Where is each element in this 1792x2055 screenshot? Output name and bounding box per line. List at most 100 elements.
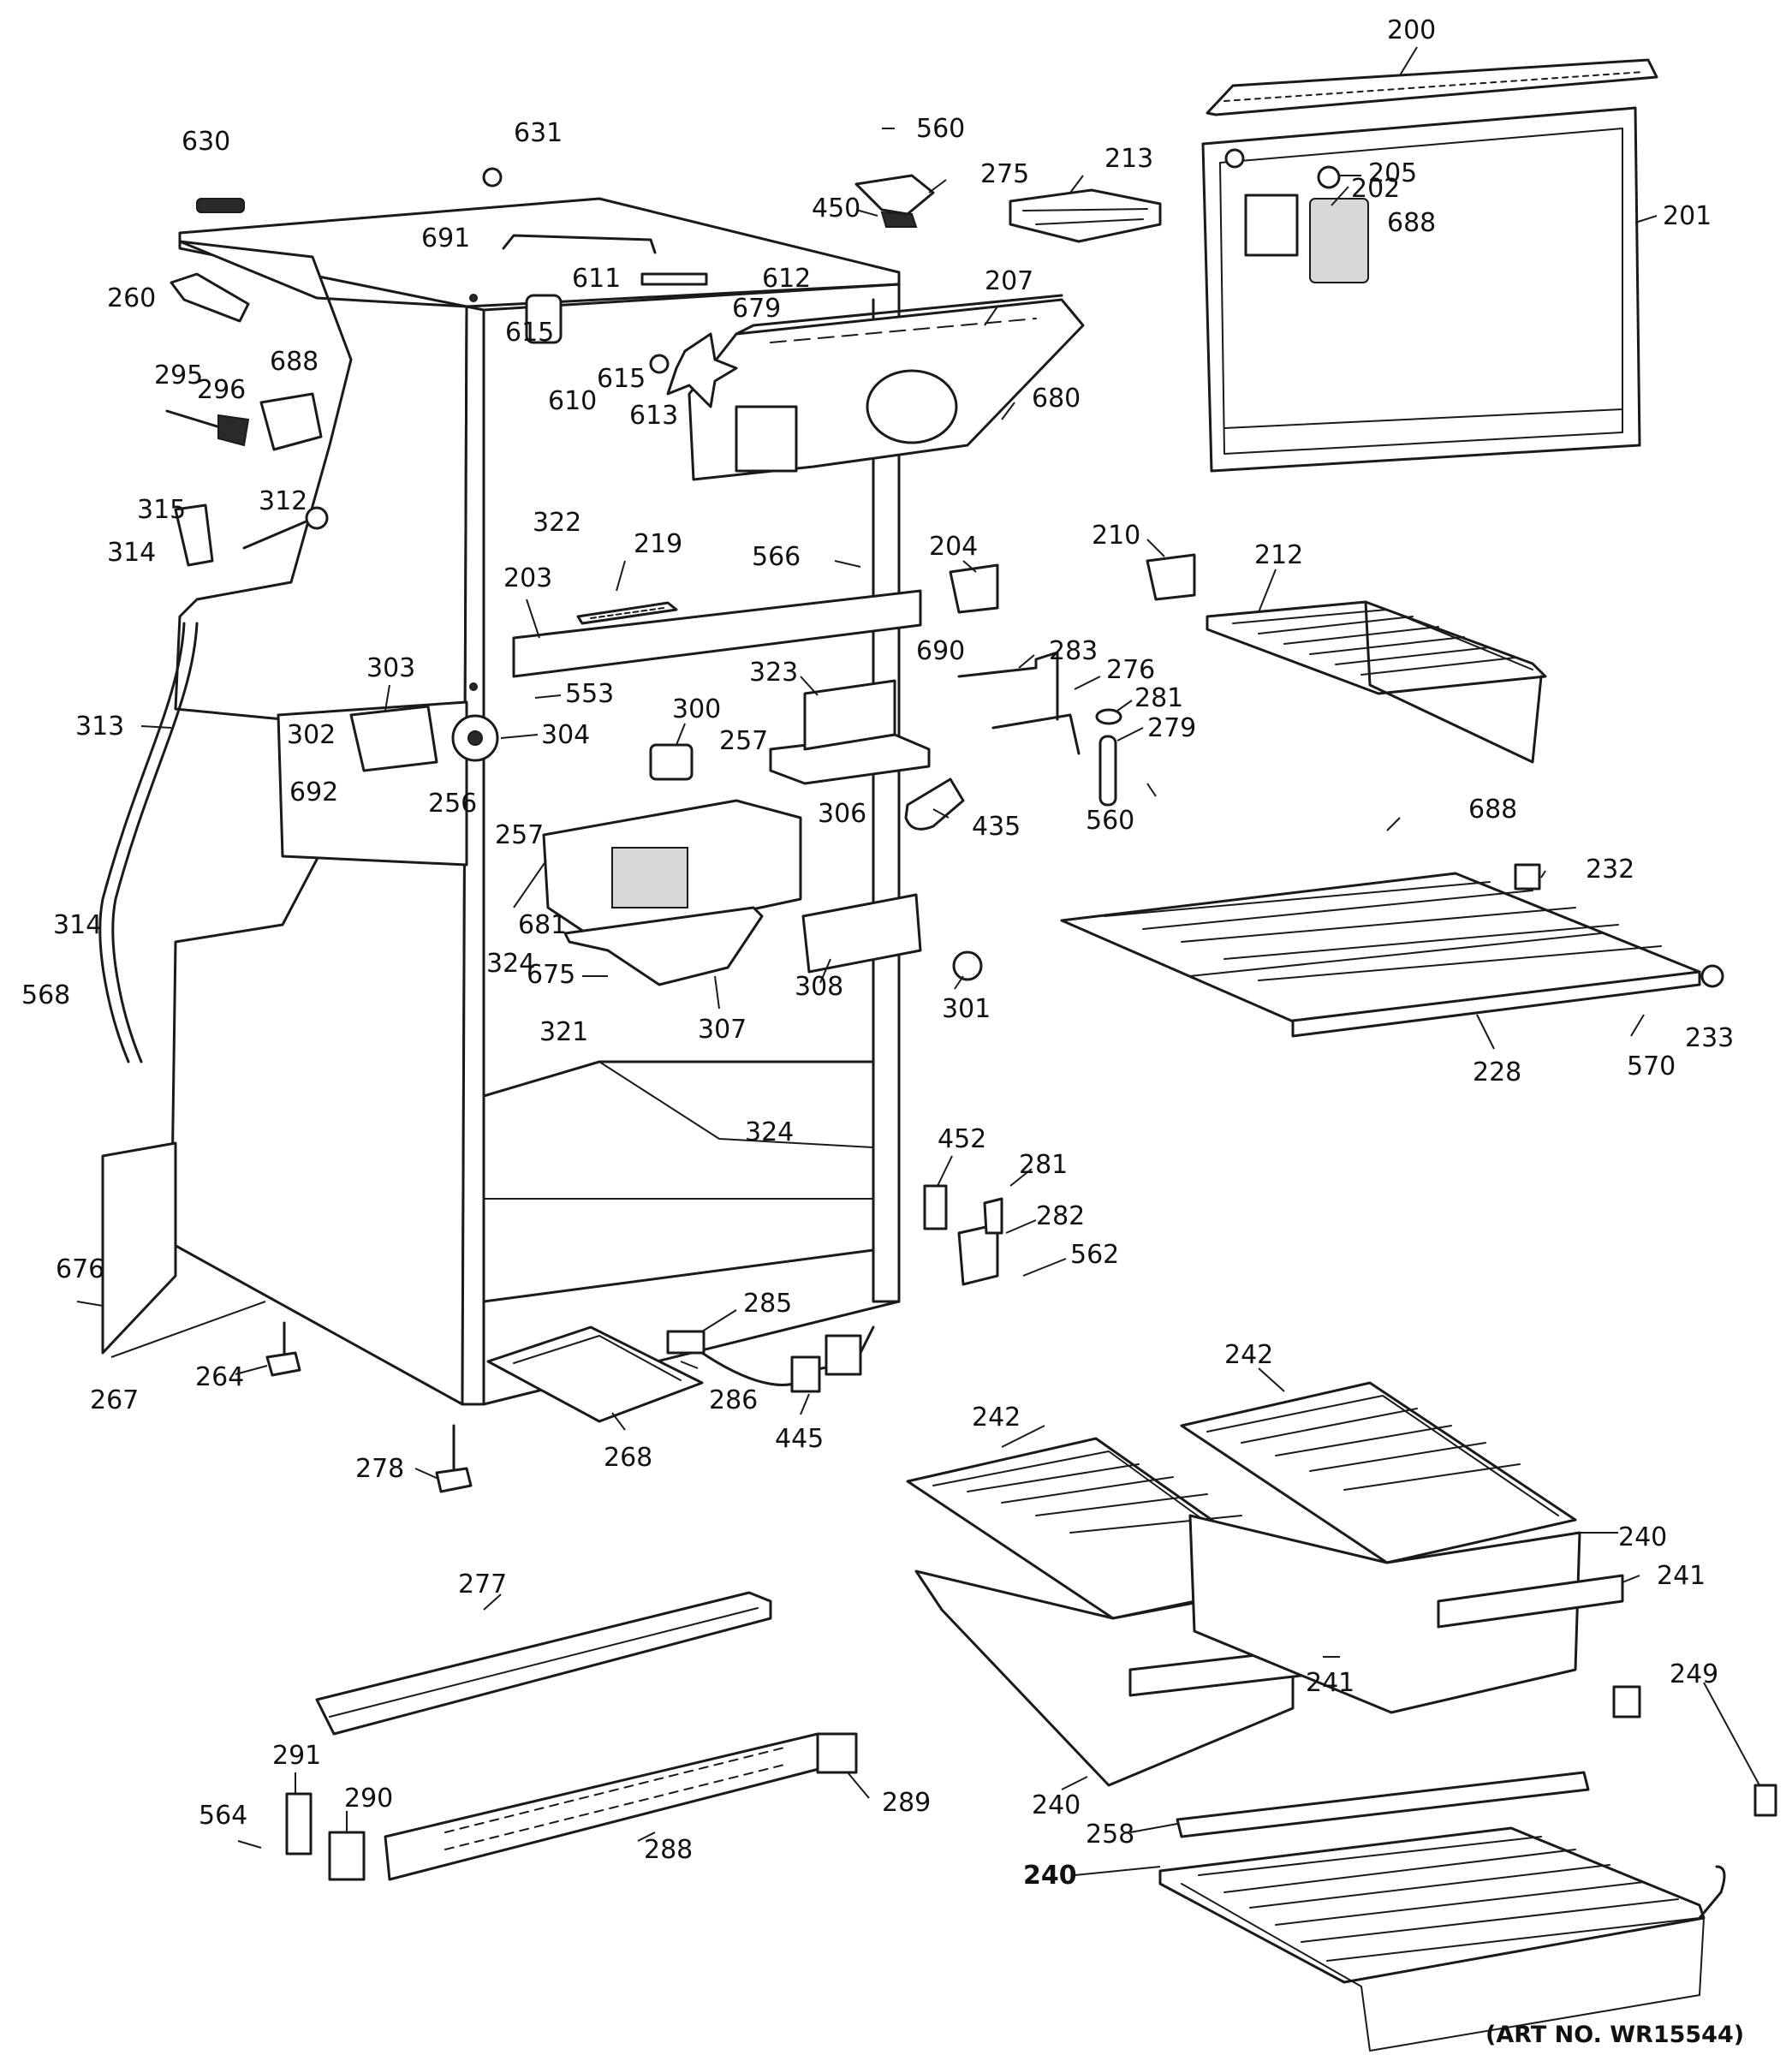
grommet-631 (482, 167, 503, 188)
callout-276: 276 (1106, 655, 1155, 685)
callout-304: 304 (541, 720, 590, 750)
callout-264: 264 (195, 1362, 244, 1392)
callout-228: 228 (1473, 1057, 1521, 1087)
harness-445 (666, 1325, 875, 1393)
callout-314-top: 314 (107, 538, 156, 568)
control-303 (349, 705, 438, 772)
callout-241-right: 241 (1657, 1561, 1706, 1591)
callout-688-left: 688 (270, 347, 319, 377)
callout-210: 210 (1092, 521, 1140, 551)
callout-203: 203 (503, 563, 552, 593)
control-housing (542, 799, 802, 944)
callout-268: 268 (604, 1443, 652, 1473)
fitting-260 (170, 272, 250, 323)
callout-277: 277 (458, 1570, 507, 1599)
insulation-board (101, 1141, 177, 1355)
callout-610: 610 (548, 386, 597, 416)
callout-285: 285 (743, 1289, 792, 1319)
wire-basket (1158, 1826, 1726, 2052)
block-296 (259, 392, 323, 451)
callout-279: 279 (1147, 713, 1196, 743)
callout-257-left: 257 (495, 820, 544, 850)
callout-315: 315 (137, 495, 186, 525)
art-number: (ART NO. WR15544) (1485, 2022, 1744, 2048)
callout-296: 296 (197, 375, 246, 405)
callout-306: 306 (818, 799, 866, 829)
callout-295: 295 (154, 360, 203, 390)
callout-324-top: 324 (486, 949, 535, 979)
callout-240-basket: 240 (1023, 1861, 1077, 1891)
callout-205: 205 (1368, 158, 1417, 188)
callout-213: 213 (1104, 144, 1153, 174)
callout-679: 679 (732, 294, 781, 324)
control-plate (801, 893, 922, 974)
callout-240-left: 240 (1032, 1790, 1081, 1820)
callout-283: 283 (1049, 636, 1098, 666)
callout-691: 691 (421, 223, 470, 253)
callout-303: 303 (366, 653, 415, 683)
callout-281-top: 281 (1134, 683, 1183, 713)
callout-692: 692 (289, 777, 338, 807)
callout-301: 301 (942, 994, 991, 1024)
thermostat-300 (649, 743, 694, 781)
ice-tray (1009, 188, 1162, 243)
callout-290: 290 (344, 1784, 393, 1814)
hinge-275 (854, 174, 935, 228)
callout-labels: 630 631 691 611 612 679 615 610 615 613 … (21, 15, 1734, 1891)
light-shield (563, 906, 764, 986)
callout-302: 302 (287, 720, 336, 750)
leveler-264 (265, 1321, 301, 1377)
callout-240-right: 240 (1618, 1522, 1667, 1552)
fitting-295 (165, 409, 250, 447)
leader-lines (76, 46, 1760, 1876)
callout-313: 313 (75, 712, 124, 742)
callout-570: 570 (1627, 1051, 1676, 1081)
callout-568: 568 (21, 980, 70, 1010)
callout-307: 307 (698, 1015, 747, 1045)
fitting-315 (174, 503, 214, 567)
callout-201: 201 (1663, 201, 1712, 231)
main-shelf (1060, 872, 1701, 1038)
clip-289 (816, 1732, 858, 1774)
plate-452 (923, 1184, 948, 1230)
control-bracket (769, 679, 931, 785)
callout-612: 612 (762, 264, 811, 294)
callout-445: 445 (775, 1424, 824, 1454)
fan-motor (525, 294, 738, 408)
callout-613: 613 (629, 401, 678, 431)
crisper-rail (1176, 1771, 1590, 1838)
callout-291: 291 (272, 1741, 321, 1771)
knob-304 (451, 714, 499, 762)
base-grille (384, 1732, 824, 1881)
callout-300: 300 (672, 694, 721, 724)
callout-207: 207 (985, 266, 1033, 296)
callout-282: 282 (1036, 1201, 1085, 1231)
clip-232 (1514, 863, 1541, 890)
callout-324-bottom: 324 (745, 1117, 794, 1147)
clip-291 (285, 1792, 313, 1855)
callout-288: 288 (644, 1835, 693, 1865)
callout-564: 564 (199, 1801, 247, 1831)
callout-676: 676 (56, 1254, 104, 1284)
callout-258: 258 (1086, 1820, 1134, 1850)
leveler-278 (435, 1424, 473, 1493)
upper-shelf (1206, 600, 1547, 764)
freezer-door-panel (1201, 106, 1641, 473)
callout-200: 200 (1387, 15, 1436, 45)
callout-267: 267 (90, 1385, 139, 1415)
callout-202: 202 (1351, 174, 1400, 204)
callout-452: 452 (938, 1124, 986, 1154)
callout-242-right: 242 (1224, 1340, 1273, 1370)
callout-680: 680 (1032, 384, 1081, 414)
callout-566: 566 (752, 542, 801, 572)
callout-562: 562 (1070, 1240, 1119, 1270)
callout-322: 322 (533, 508, 581, 538)
callout-675: 675 (527, 960, 575, 990)
callout-286: 286 (709, 1385, 758, 1415)
lamp-301 (952, 950, 983, 981)
hinge-204 (949, 563, 999, 614)
callout-242-left: 242 (972, 1403, 1021, 1433)
hinge-283 (957, 651, 1081, 755)
callout-615-left: 615 (505, 318, 554, 348)
